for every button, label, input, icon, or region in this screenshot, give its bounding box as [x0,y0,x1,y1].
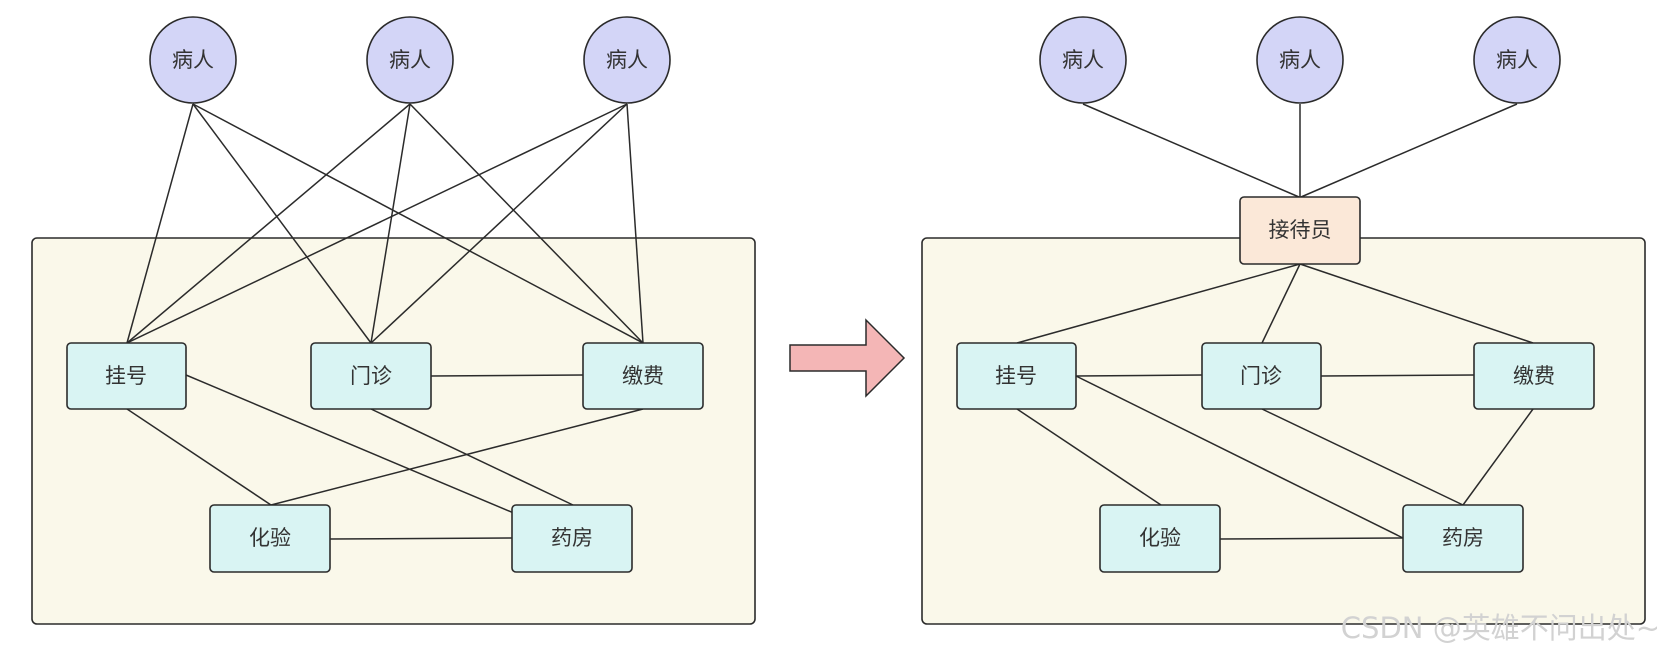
right-outpatient-node: 门诊 [1201,342,1322,410]
left-patient-1: 病人 [149,16,237,104]
right-diagram: 病人 病人 病人 接待员 挂号 门诊 缴费 化验 [921,16,1646,625]
link [1261,263,1301,344]
right-patient-3: 病人 [1473,16,1561,104]
right-payment-node: 缴费 [1473,342,1595,410]
link [1016,263,1301,344]
left-diagram: 病人 病人 病人 挂号 门诊 缴费 化验 药房 [31,16,756,625]
link [626,103,644,344]
department-label: 药房 [551,526,593,550]
department-label: 缴费 [1513,364,1555,388]
right-department-links [1016,374,1534,540]
department-label: 化验 [249,526,291,550]
left-patient-2: 病人 [366,16,454,104]
right-patient-1: 病人 [1039,16,1127,104]
transform-arrow [789,318,906,398]
patient-label: 病人 [1496,48,1538,72]
link [1075,374,1203,377]
department-label: 缴费 [622,364,664,388]
link [370,408,574,506]
right-patient-2: 病人 [1256,16,1344,104]
left-outpatient-node: 门诊 [310,342,432,410]
right-lab-node: 化验 [1099,504,1221,573]
link [192,103,372,344]
link [370,103,411,344]
department-label: 门诊 [350,364,392,388]
left-pharmacy-node: 药房 [511,504,633,573]
left-patient-3: 病人 [583,16,671,104]
link [370,103,628,344]
link [126,408,272,506]
department-label: 药房 [1442,526,1484,550]
right-registration-node: 挂号 [956,342,1077,410]
link [409,103,644,344]
right-patient-links [1082,103,1518,198]
receptionist-label: 接待员 [1269,218,1332,242]
patient-label: 病人 [1279,48,1321,72]
link [1016,408,1162,506]
department-label: 门诊 [1240,364,1282,388]
link [1075,375,1404,539]
patient-label: 病人 [1062,48,1104,72]
right-receptionist-links [1016,263,1534,344]
link [1299,263,1534,344]
link [1300,103,1518,198]
patient-label: 病人 [389,48,431,72]
left-payment-node: 缴费 [582,342,704,410]
patient-label: 病人 [606,48,648,72]
watermark: CSDN @英雄不问出处~ [1340,611,1660,645]
link [329,537,513,540]
left-registration-node: 挂号 [66,342,187,410]
department-label: 挂号 [995,364,1037,388]
department-label: 挂号 [105,364,147,388]
link [1320,374,1475,377]
left-lab-node: 化验 [209,504,331,573]
link [192,103,644,344]
link [1219,537,1404,540]
link [430,374,584,377]
link [126,103,411,344]
right-pharmacy-node: 药房 [1402,504,1524,573]
link [126,103,628,344]
link [1261,408,1464,506]
link [185,374,574,539]
left-patient-links [126,103,644,344]
link [126,103,194,344]
link [270,408,644,506]
left-department-links [126,374,644,540]
receptionist-node: 接待员 [1239,196,1361,265]
link [1082,103,1300,198]
patient-label: 病人 [172,48,214,72]
department-label: 化验 [1139,526,1181,550]
right-hospital-container [921,237,1646,625]
link [1462,408,1534,506]
